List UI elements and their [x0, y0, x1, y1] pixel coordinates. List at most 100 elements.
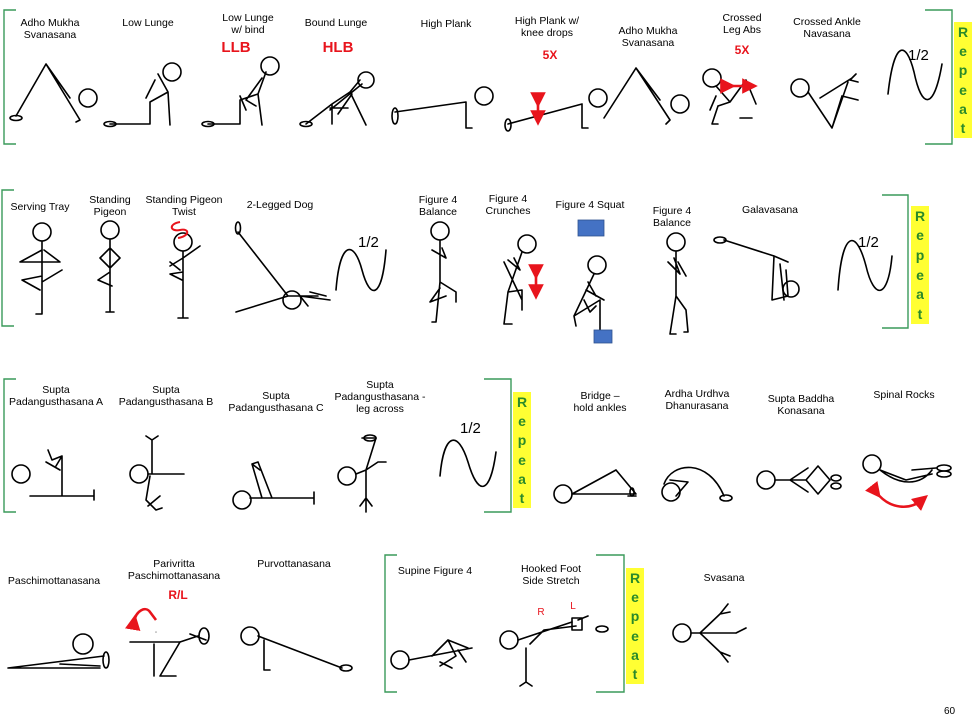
label-svasana: Svasana	[703, 572, 745, 584]
blocks	[577, 219, 613, 344]
pose-adho-mukha-svanasana-2	[603, 67, 690, 125]
pose-spinal-rocks	[862, 454, 952, 483]
label-supta-baddha: Supta Baddha Konasana	[767, 393, 835, 417]
label-high-plank-knee: High Plank w/ knee drops	[514, 15, 580, 39]
wave-half	[439, 439, 497, 488]
wave-half	[887, 49, 943, 101]
label-two-legged-dog: 2-Legged Dog	[246, 199, 314, 211]
pose-paschimottanasana	[7, 633, 110, 669]
red-arrows	[125, 78, 928, 631]
bracket	[384, 554, 397, 693]
label-supta-c: Supta Padangusthasana C	[228, 390, 324, 414]
pose-galavasana	[713, 236, 800, 301]
bracket	[596, 554, 625, 693]
label-crossed-leg-abs: Crossed Leg Abs	[722, 12, 762, 36]
pose-crossed-leg-abs	[702, 68, 757, 125]
tag-5x-2: 5X	[734, 43, 750, 57]
label-low-lunge-bind: Low Lunge w/ bind	[222, 12, 274, 36]
pose-serving-tray	[19, 222, 63, 315]
page-number: 60	[944, 706, 956, 717]
wave-half	[837, 239, 893, 292]
pose-purvottanasana	[240, 626, 353, 672]
pose-supta-padangusthasana-a	[11, 449, 95, 501]
label-paschimottanasana: Paschimottanasana	[7, 575, 101, 587]
yoga-block	[577, 219, 605, 237]
tag-hlb: HLB	[322, 39, 354, 56]
label-ardha-urdhva: Ardha Urdhva Dhanurasana	[664, 388, 730, 412]
pose-figure4-balance-2	[666, 232, 689, 335]
twist-arrow	[170, 221, 189, 239]
yoga-block	[593, 329, 613, 344]
half-mark-1: 1/2	[908, 47, 929, 64]
bracket	[925, 9, 953, 145]
group-brackets	[1, 9, 953, 693]
tag-llb: LLB	[221, 39, 251, 56]
pose-standing-pigeon	[97, 220, 121, 313]
pose-low-lunge	[103, 62, 182, 128]
pose-supine-figure4	[390, 639, 473, 670]
pose-ardha-urdhva-dhanurasana	[661, 466, 733, 502]
bracket	[3, 378, 16, 513]
pose-figure4-balance-1	[429, 221, 457, 323]
half-mark-2: 1/2	[358, 234, 379, 251]
bracket	[1, 189, 14, 327]
pose-supta-padangusthasana-b	[129, 435, 185, 511]
label-bridge: Bridge – hold ankles	[573, 390, 627, 414]
label-supta-a: Supta Padangusthasana A	[9, 384, 103, 408]
tag-5x-1: 5X	[542, 48, 558, 62]
label-low-lunge: Low Lunge	[122, 17, 174, 29]
pose-low-lunge-bind	[201, 56, 280, 128]
label-supta-b: Supta Padangusthasana B	[118, 384, 214, 408]
pose-supta-baddha-konasana	[756, 465, 842, 495]
bracket	[882, 194, 909, 329]
pose-standing-pigeon-twist	[169, 232, 201, 319]
pose-adho-mukha-svanasana-1	[9, 63, 98, 123]
label-figure4-balance-1: Figure 4 Balance	[418, 194, 458, 218]
tag-l: L	[570, 601, 576, 612]
pose-parivritta-paschimottanasana	[129, 627, 210, 677]
label-standing-pigeon-twist: Standing Pigeon Twist	[145, 194, 223, 218]
rotate-arrow	[125, 608, 158, 631]
pose-bridge-hold-ankles	[553, 469, 637, 504]
pose-svasana	[672, 603, 747, 663]
bracket	[3, 9, 16, 145]
label-supine-figure4: Supine Figure 4	[397, 565, 473, 577]
pose-supta-padangusthasana-leg-across	[337, 434, 387, 513]
label-figure4-crunches: Figure 4 Crunches	[485, 193, 531, 217]
label-figure4-squat: Figure 4 Squat	[555, 199, 625, 211]
pose-high-plank	[391, 86, 494, 129]
label-bound-lunge: Bound Lunge	[304, 17, 368, 29]
pose-two-legged-dog	[234, 221, 331, 313]
pose-hooked-foot-side-stretch	[499, 615, 609, 687]
rock-arrow	[865, 481, 928, 511]
wave-half	[335, 248, 387, 292]
pose-figure4-crunches	[503, 234, 537, 325]
half-mark-3: 1/2	[858, 234, 879, 251]
label-spinal-rocks: Spinal Rocks	[873, 389, 935, 401]
bracket	[484, 378, 512, 513]
label-crossed-ankle-navasana: Crossed Ankle Navasana	[793, 16, 861, 40]
pose-bound-lunge	[299, 71, 375, 128]
label-adho-mukha-1: Adho Mukha Svanasana	[20, 17, 80, 41]
label-standing-pigeon: Standing Pigeon	[89, 194, 131, 218]
tag-rl: R/L	[168, 588, 188, 602]
label-figure4-balance-2: Figure 4 Balance	[652, 205, 692, 229]
label-adho-mukha-2: Adho Mukha Svanasana	[618, 25, 678, 49]
label-high-plank: High Plank	[420, 18, 472, 30]
label-hooked-foot: Hooked Foot Side Stretch	[520, 563, 582, 587]
label-supta-leg-across: Supta Padangusthasana - leg across	[334, 379, 426, 415]
label-parivritta: Parivritta Paschimottanasana	[127, 558, 221, 582]
pose-high-plank-knee-drops	[504, 88, 608, 132]
half-mark-4: 1/2	[460, 420, 481, 437]
tag-r: R	[537, 607, 545, 618]
pose-crossed-ankle-navasana	[790, 73, 859, 129]
pose-figure4-squat	[573, 255, 607, 335]
label-galavasana: Galavasana	[741, 204, 799, 216]
label-purvottanasana: Purvottanasana	[257, 558, 331, 570]
label-serving-tray: Serving Tray	[10, 201, 70, 213]
